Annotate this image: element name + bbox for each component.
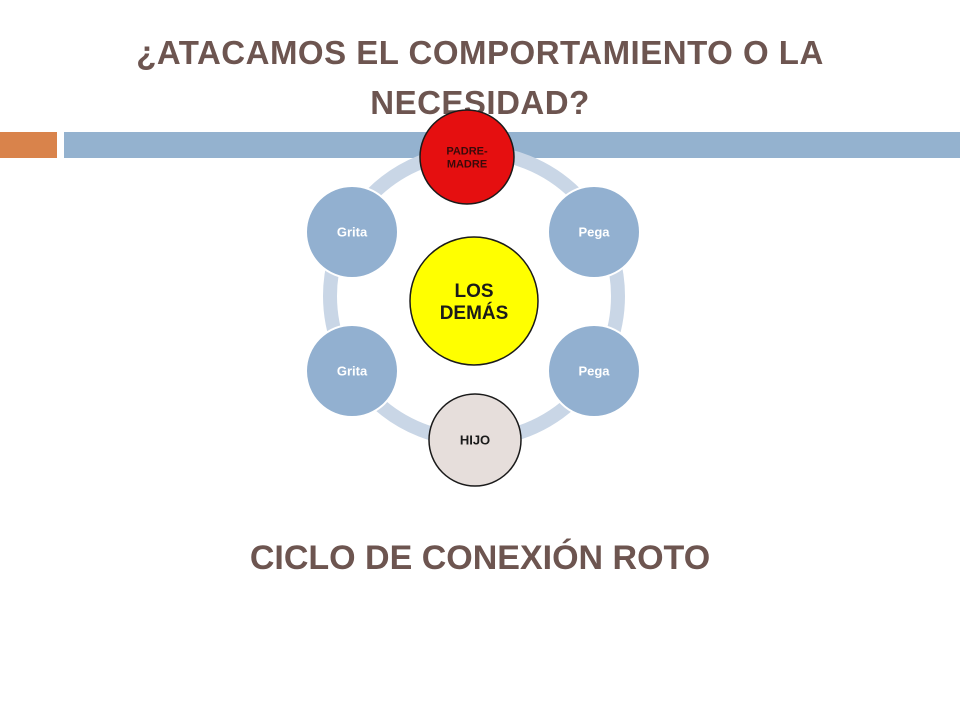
node-pega-2: Pega bbox=[547, 324, 641, 418]
center-node-circle bbox=[409, 236, 539, 366]
accent-bar bbox=[0, 132, 57, 158]
node-circle-grita-2 bbox=[305, 324, 399, 418]
slide-title: ¿ATACAMOS EL COMPORTAMIENTO O LA NECESID… bbox=[136, 34, 824, 121]
node-padre-madre-label: PADRE- bbox=[446, 146, 488, 158]
node-hijo-label: HIJO bbox=[460, 433, 490, 448]
node-padre-madre: PADRE-MADRE bbox=[419, 109, 515, 205]
center-node-label: DEMÁS bbox=[440, 302, 509, 324]
node-circle-padre-madre bbox=[419, 109, 515, 205]
node-grita-1: Grita bbox=[305, 185, 399, 279]
node-grita-1-label: Grita bbox=[337, 225, 368, 240]
node-hijo: HIJO bbox=[428, 393, 522, 487]
node-grita-2: Grita bbox=[305, 324, 399, 418]
node-padre-madre-label: MADRE bbox=[447, 158, 487, 170]
center-node-label: LOS bbox=[454, 281, 493, 302]
node-circle-pega-1 bbox=[547, 185, 641, 279]
node-circle-pega-2 bbox=[547, 324, 641, 418]
node-pega-1-label: Pega bbox=[578, 225, 610, 240]
node-circle-grita-1 bbox=[305, 185, 399, 279]
node-grita-2-label: Grita bbox=[337, 364, 368, 379]
node-pega-2-label: Pega bbox=[578, 364, 610, 379]
diagram-caption: CICLO DE CONEXIÓN ROTO bbox=[249, 539, 711, 577]
node-circle-hijo bbox=[428, 393, 522, 487]
node-pega-1: Pega bbox=[547, 185, 641, 279]
